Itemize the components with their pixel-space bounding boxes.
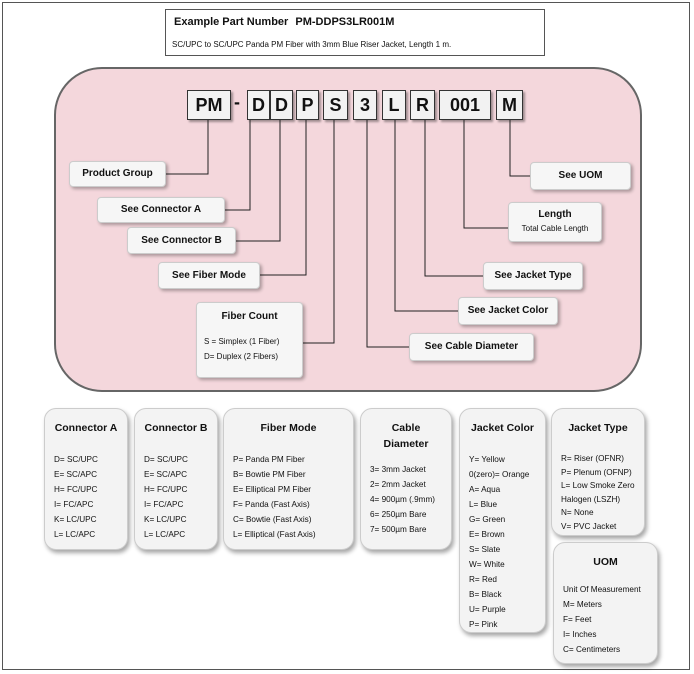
card-list-item: Halogen (LSZH): [561, 494, 621, 504]
card-fiber-mode-title: Fiber Mode: [260, 422, 317, 434]
card-list-item: F= Feet: [563, 615, 592, 624]
card-connector-b-title: Connector B: [144, 422, 208, 434]
card-list-item: W= White: [469, 560, 505, 569]
length-sub: Total Cable Length: [521, 224, 589, 233]
card-list-item: A= Aqua: [469, 485, 501, 494]
segment-fiber-mode: P: [296, 90, 319, 120]
card-list-item: 2= 2mm Jacket: [370, 480, 426, 489]
card-list-item: L= Elliptical (Fast Axis): [233, 530, 316, 539]
card-list-item: S= Slate: [469, 545, 501, 554]
card-list-item: E= Brown: [469, 530, 505, 539]
card-jacket-color: Jacket Color Y= Yellow 0(zero)= Orange A= …: [459, 408, 546, 633]
label-jacket-type: See Jacket Type: [483, 262, 583, 290]
card-list-item: 6= 250µm Bare: [370, 510, 427, 519]
card-list-item: U= Purple: [469, 605, 506, 614]
card-list-item: P= Panda PM Fiber: [233, 455, 305, 464]
card-jacket-type: Jacket Type R= Riser (OFNR) P= Plenum (OF…: [551, 408, 645, 536]
card-list-item: R= Riser (OFNR): [561, 454, 624, 463]
fiber-count-line-2: D= Duplex (2 Fibers): [204, 352, 279, 361]
card-list-item: L= LC/APC: [54, 530, 96, 539]
card-list-item: C= Centimeters: [563, 645, 621, 654]
segment-cable-diameter: 3: [353, 90, 377, 120]
label-connector-a: See Connector A: [97, 197, 225, 223]
card-connector-b: Connector B D= SC/UPC E= SC/APC H= FC/UPC I…: [134, 408, 218, 550]
card-list-item: Unit Of Measurement: [563, 585, 641, 594]
segment-connector-a: D: [247, 90, 270, 120]
segment-uom: M: [496, 90, 523, 120]
segment-fiber-count: S: [323, 90, 348, 120]
label-cable-diameter: See Cable Diameter: [409, 333, 534, 361]
segment-connector-b: D: [270, 90, 293, 120]
label-jacket-color: See Jacket Color: [458, 297, 558, 325]
card-cable-diameter-list: 3= 3mm Jacket 2= 2mm Jacket 4= 900µm (.9mm…: [361, 462, 451, 537]
length-title: Length: [538, 209, 572, 220]
card-list-item: H= FC/UPC: [144, 485, 188, 494]
card-list-item: B= Bowtie PM Fiber: [233, 470, 306, 479]
card-list-item: E= Elliptical PM Fiber: [233, 485, 312, 494]
card-list-item: C= Bowtie (Fast Axis): [233, 515, 312, 524]
card-cable-diameter: Cable Diameter 3= 3mm Jacket 2= 2mm Jacke…: [360, 408, 452, 550]
card-list-item: H= FC/UPC: [54, 485, 98, 494]
segment-jacket-color: L: [382, 90, 406, 120]
label-uom: See UOM: [530, 162, 631, 190]
card-list-item: M= Meters: [563, 600, 602, 609]
card-list-item: E= SC/APC: [54, 470, 98, 479]
card-list-item: G= Green: [469, 515, 506, 524]
label-fiber-count: Fiber Count S = Simplex (1 Fiber) D= Dup…: [196, 302, 303, 378]
fiber-count-title: Fiber Count: [221, 311, 278, 322]
card-list-item: I= FC/APC: [54, 500, 94, 509]
segment-length: 001: [439, 90, 491, 120]
card-list-item: K= LC/UPC: [54, 515, 97, 524]
label-connector-b: See Connector B: [127, 227, 236, 254]
fiber-count-line-1: S = Simplex (1 Fiber): [204, 337, 280, 346]
card-cable-diameter-title: Cable Diameter: [383, 422, 429, 450]
card-list-item: 0(zero)= Orange: [469, 470, 530, 479]
example-part-box: Example Part Number PM-DDPS3LR001M SC/UP…: [165, 9, 545, 56]
card-list-item: I= Inches: [563, 630, 597, 639]
example-part-number: PM-DDPS3LR001M: [295, 16, 395, 28]
card-connector-b-list: D= SC/UPC E= SC/APC H= FC/UPC I= FC/APC K= L…: [135, 452, 217, 542]
card-connector-a-title: Connector A: [54, 422, 118, 434]
card-fiber-mode: Fiber Mode P= Panda PM Fiber B= Bowtie PM…: [223, 408, 354, 550]
card-list-item: I= FC/APC: [144, 500, 184, 509]
card-list-item: V= PVC Jacket: [561, 521, 617, 531]
example-heading: Example Part Number PM-DDPS3LR001M: [174, 16, 394, 28]
example-description: SC/UPC to SC/UPC Panda PM Fiber with 3mm…: [172, 40, 452, 49]
card-list-item: L= Blue: [469, 500, 497, 509]
card-list-item: B= Black: [469, 590, 502, 599]
card-list-item: Y= Yellow: [469, 455, 505, 464]
segment-dash: -: [234, 92, 240, 112]
card-list-item: D= SC/UPC: [144, 455, 188, 464]
card-list-item: E= SC/APC: [144, 470, 188, 479]
card-list-item: D= SC/UPC: [54, 455, 98, 464]
card-list-item: R= Red: [469, 575, 497, 584]
card-jacket-type-title: Jacket Type: [568, 422, 628, 434]
card-fiber-mode-list: P= Panda PM Fiber B= Bowtie PM Fiber E= El…: [224, 452, 353, 542]
label-fiber-mode: See Fiber Mode: [158, 262, 260, 289]
label-length: Length Total Cable Length: [508, 202, 602, 242]
card-connector-a: Connector A D= SC/UPC E= SC/APC H= FC/UPC I…: [44, 408, 128, 550]
card-uom-list: Unit Of Measurement M= Meters F= Feet I= In…: [554, 582, 657, 657]
card-list-item: P= Pink: [469, 620, 498, 629]
card-list-item: 3= 3mm Jacket: [370, 465, 426, 474]
example-heading-text: Example Part Number: [174, 16, 289, 28]
card-list-item: F= Panda (Fast Axis): [233, 500, 310, 509]
card-list-item: 4= 900µm (.9mm): [370, 495, 436, 504]
card-uom-title: UOM: [593, 556, 618, 568]
card-jacket-type-list: R= Riser (OFNR) P= Plenum (OFNP) L= Low Sm…: [552, 452, 644, 533]
card-list-item: K= LC/UPC: [144, 515, 187, 524]
card-list-item: L= Low Smoke Zero: [561, 481, 635, 490]
segment-jacket-type: R: [410, 90, 435, 120]
card-list-item: N= None: [561, 508, 594, 517]
card-jacket-color-title: Jacket Color: [470, 422, 535, 434]
card-list-item: 7= 500µm Bare: [370, 525, 427, 534]
label-product-group: Product Group: [69, 161, 166, 187]
segment-product-group: PM: [187, 90, 231, 120]
card-list-item: P= Plenum (OFNP): [561, 467, 632, 477]
card-list-item: L= LC/APC: [144, 530, 186, 539]
card-connector-a-list: D= SC/UPC E= SC/APC H= FC/UPC I= FC/APC K= L…: [45, 452, 127, 542]
